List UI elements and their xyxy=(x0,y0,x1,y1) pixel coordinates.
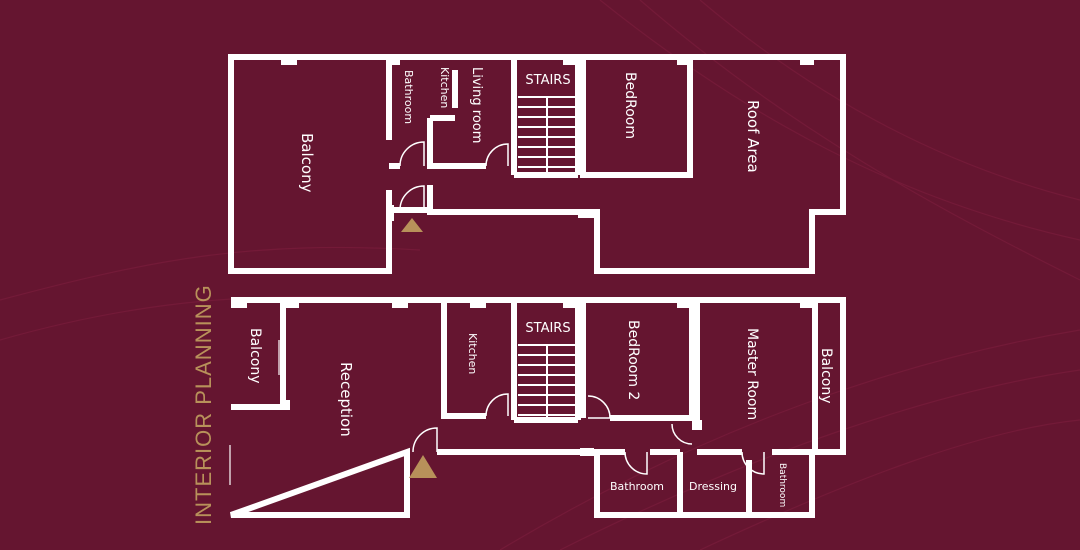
lower-reception-label: Reception xyxy=(337,362,355,437)
upper-stairs-label: STAIRS xyxy=(525,73,570,88)
lower-dressing-label: Dressing xyxy=(689,480,737,493)
upper-bathroom-label: Bathroom xyxy=(402,70,415,124)
upper-columns xyxy=(281,57,814,274)
upper-entrance-triangle-icon xyxy=(401,218,423,232)
lower-bathroom-small-label: Bathroom xyxy=(777,463,787,507)
upper-roof-area-label: Roof Area xyxy=(744,100,762,173)
lower-doors xyxy=(412,393,765,475)
lower-stairs xyxy=(518,344,575,420)
lower-windows xyxy=(229,298,815,495)
lower-entrance-triangle-icon xyxy=(409,455,437,478)
upper-bedroom-label: BedRoom xyxy=(622,72,638,139)
lower-columns xyxy=(231,300,814,456)
section-title: INTERIOR PLANNING xyxy=(191,284,216,525)
upper-kitchen-wall xyxy=(427,70,486,169)
lower-master-room-label: Master Room xyxy=(744,328,760,420)
lower-master-wall xyxy=(694,300,818,455)
upper-living-room-label: Living room xyxy=(469,67,484,143)
lower-bathroom-label: Bathroom xyxy=(610,480,664,493)
lower-bedroom2-wall xyxy=(580,300,695,421)
lower-stairs-label: STAIRS xyxy=(525,321,570,336)
upper-bedroom-wall xyxy=(580,57,693,178)
lower-bathroom-wall xyxy=(597,449,752,515)
upper-doors xyxy=(399,141,509,211)
lower-balcony-right-label: Balcony xyxy=(818,348,834,404)
lower-bedroom2-label: BedRoom 2 xyxy=(625,320,641,400)
upper-windows xyxy=(605,173,650,178)
lower-outer-wall xyxy=(229,297,846,518)
lower-kitchen-label: Kitchen xyxy=(466,333,479,374)
lower-room-labels: Balcony Reception Kitchen STAIRS BedRoom… xyxy=(247,320,834,507)
upper-balcony-label: Balcony xyxy=(298,133,316,193)
upper-kitchen-label: Kitchen xyxy=(438,67,451,108)
lower-balcony-left-label: Balcony xyxy=(247,328,263,384)
upper-stairs xyxy=(518,96,575,175)
lower-kitchen-wall xyxy=(441,300,486,419)
lower-floor-plan xyxy=(229,297,846,518)
upper-room-labels: Balcony Bathroom Kitchen Living room STA… xyxy=(298,67,762,193)
